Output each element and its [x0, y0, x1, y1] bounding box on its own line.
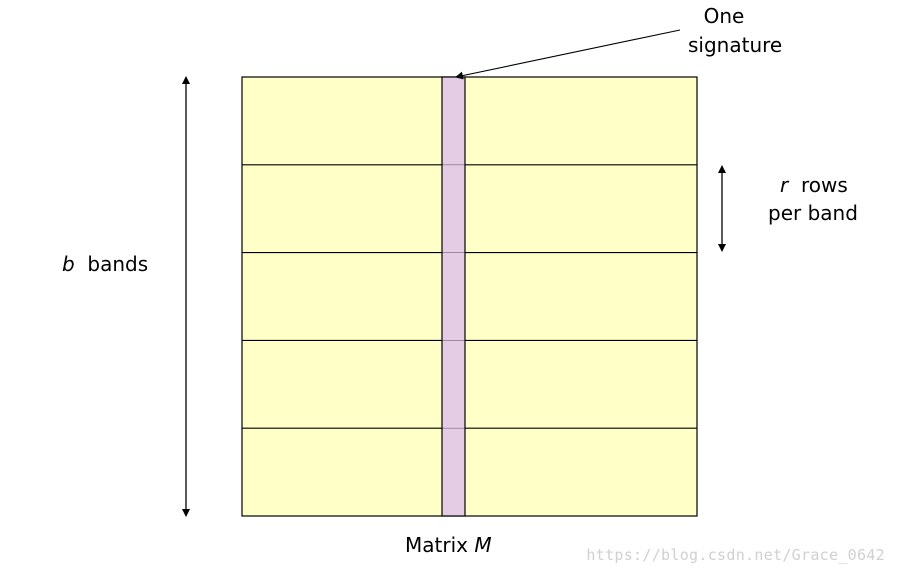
- band-dividers: [242, 164, 697, 429]
- signature-column: [441, 76, 466, 517]
- rows-variable: r: [780, 173, 789, 197]
- matrix-m: [241, 76, 698, 517]
- bands-variable: b: [62, 252, 75, 276]
- rows-label-line2: per band: [768, 201, 858, 225]
- bands-label: b bands: [62, 250, 148, 278]
- matrix-text: Matrix: [405, 533, 468, 557]
- rows-label: r rows: [780, 171, 848, 199]
- matrix-variable: M: [474, 533, 492, 557]
- band-dividers-over-signature: [442, 164, 465, 429]
- signature-pointer-arrow: [455, 29, 681, 80]
- signature-label-line1: One: [703, 4, 745, 28]
- bands-text: bands: [87, 252, 149, 276]
- signature-label-line2: signature: [688, 33, 783, 57]
- rows-text: rows: [800, 173, 848, 197]
- matrix-label: Matrix M: [405, 531, 492, 559]
- signature-label: One: [686, 2, 762, 30]
- watermark-text: https://blog.csdn.net/Grace_0642: [586, 546, 885, 564]
